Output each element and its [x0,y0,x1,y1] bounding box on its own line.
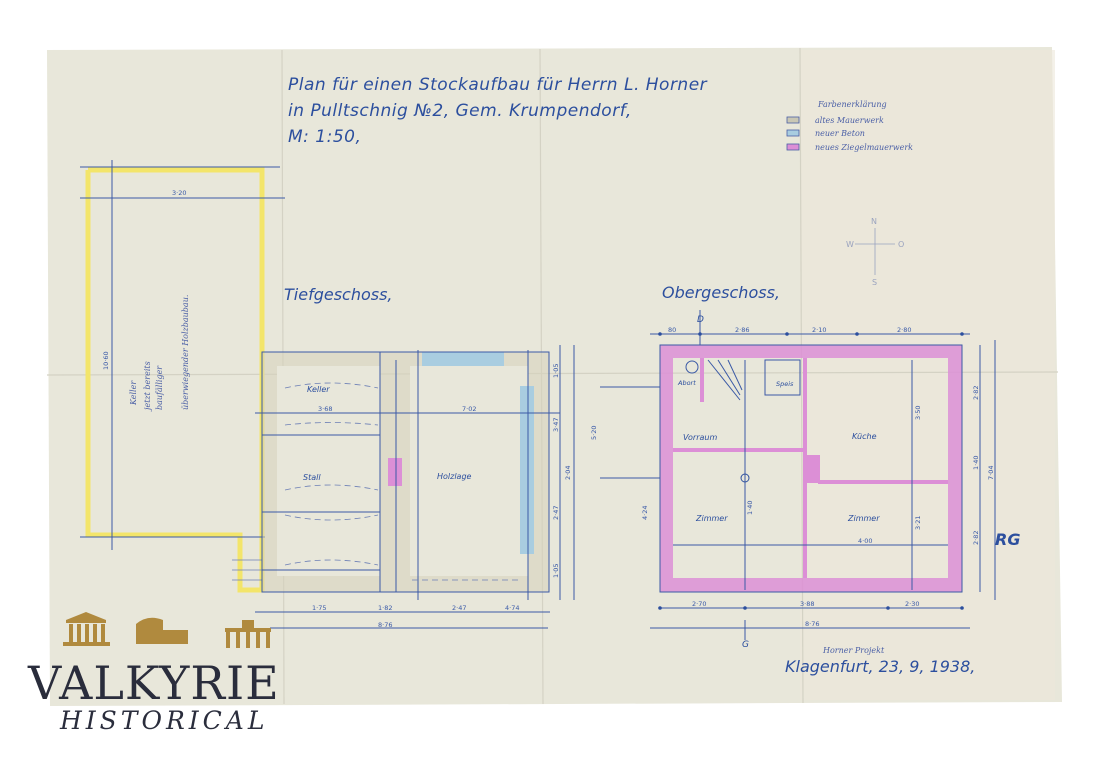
dim-label: 8·76 [805,620,819,628]
legend-swatch-brick [786,143,800,151]
dim-label: 3·20 [172,189,186,197]
dim-label: 4·24 [641,506,649,520]
room-label-stall: Stall [303,473,321,482]
room-label-zimmer: Zimmer [847,514,880,523]
basement-plan: Tiefgeschoss, Keller Stall Holzlage 3·68… [255,285,575,629]
room-label-speis: Speis [776,380,794,388]
side-note: baufälliger [155,365,164,410]
dim-label: 7·02 [462,405,476,413]
side-note: jetzt bereits [143,361,152,412]
dim-label: 2·86 [735,326,749,334]
legend-label: neuer Beton [815,129,865,138]
room-label-abort: Abort [677,379,696,387]
dim-label: 1·05 [552,364,560,378]
basement-heading: Tiefgeschoss, [284,285,393,304]
side-note: überwiegender Holzbaubau. [181,295,190,410]
valkyrie-historical-logo: VALKYRIE HISTORICAL [28,610,318,750]
monogram-stamp: RG [995,530,1020,549]
legend-swatch-concrete [786,129,800,137]
upper-heading: Obergeschoss, [662,283,780,302]
dim-label: 4·00 [858,537,872,545]
place-date: Klagenfurt, 23, 9, 1938, [785,657,975,676]
title-line-2: in Pulltschnig №2, Gem. Krumpendorf, [288,101,632,121]
brandenburg-gate-icon [225,628,271,632]
title-line-1: Plan für einen Stockaufbau für Herrn L. … [288,75,708,95]
room-label-holzlage: Holzlage [437,472,472,481]
dim-label: 1·40 [746,501,754,515]
colosseum-icon [136,617,188,644]
section-mark: G [742,640,749,650]
dim-label: 3·68 [318,405,332,413]
temple-icon [66,612,106,620]
compass-o: O [898,240,904,249]
logo-subtitle: HISTORICAL [60,706,269,735]
scale-label: M: 1:50, [288,127,361,147]
dim-label: 3·47 [552,418,560,432]
dim-label: 1·75 [312,604,326,612]
dim-label: 3·88 [800,600,814,608]
dim-label: 1·40 [972,456,980,470]
dim-label: 7·04 [987,466,995,480]
legend-heading: Farbenerklärung [817,100,887,109]
side-plot: 3·20 10·60 Keller jetzt bereits baufälli… [80,160,285,593]
legend-swatch-old-masonry [786,116,800,124]
plan-title: Plan für einen Stockaufbau für Herrn L. … [288,75,708,147]
compass-icon: N W O S [846,217,904,287]
dim-label: 3·50 [914,406,922,420]
dim-label: 5·20 [590,426,598,440]
legend-label: altes Mauerwerk [815,116,884,125]
room-label-kueche: Küche [852,432,877,441]
legend-label: neues Ziegelmauerwerk [815,143,913,152]
dim-label: 4·74 [505,604,519,612]
dim-label: 2·47 [452,604,466,612]
landmark-icons [63,612,271,648]
compass-s: S [872,278,877,287]
dim-label: 2·82 [972,386,980,400]
dim-label: 2·70 [692,600,706,608]
side-note: Keller [129,380,138,406]
compass-w: W [846,240,854,249]
dim-label: 10·60 [102,351,110,370]
room-label-vorraum: Vorraum [683,433,717,442]
signature: Horner Projekt [822,646,885,655]
dim-label: 8·76 [378,621,392,629]
room-label-zimmer: Zimmer [695,514,728,523]
room-label-keller: Keller [307,385,330,394]
color-legend: Farbenerklärung altes Mauerwerk neuer Be… [786,100,913,152]
dim-label: 2·04 [564,466,572,480]
dim-label: 3·21 [914,516,922,530]
dim-label: 2·47 [552,506,560,520]
logo-wordmark: VALKYRIE [28,656,280,710]
dim-label: 2·10 [812,326,826,334]
dim-label: 2·82 [972,531,980,545]
dim-label: 2·80 [897,326,911,334]
section-mark: D [697,315,704,325]
dim-label: 2·30 [905,600,919,608]
dim-label: 1·82 [378,604,392,612]
upper-floor-plan: Obergeschoss, D G Abort Speis [590,283,996,650]
compass-n: N [871,217,877,226]
dim-label: 1·05 [552,564,560,578]
dim-label: 80 [668,326,676,334]
